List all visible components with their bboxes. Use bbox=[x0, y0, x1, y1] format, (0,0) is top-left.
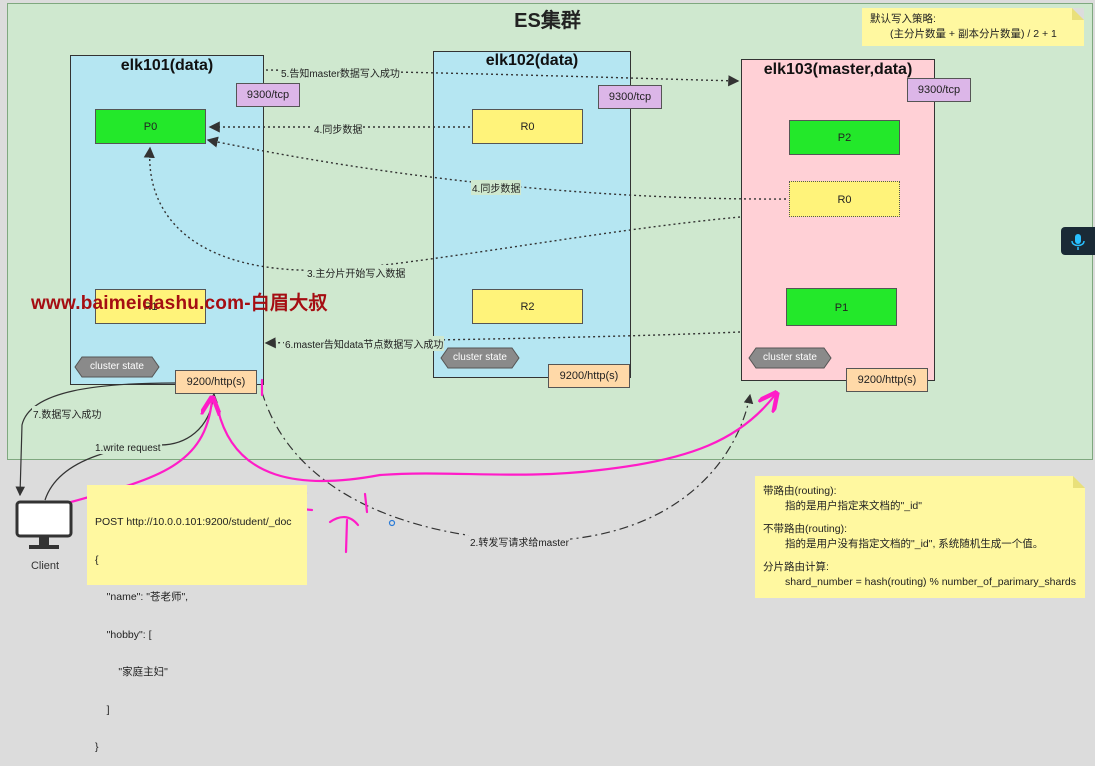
label-step4b: 4.同步数据 bbox=[471, 180, 522, 195]
node-elk102-http-port: 9200/http(s) bbox=[548, 364, 630, 388]
routing-h1: 带路由(routing): bbox=[763, 485, 837, 497]
request-line-4: "hobby": [ bbox=[95, 628, 152, 641]
write-policy-note: 默认写入策略: (主分片数量 + 副本分片数量) / 2 + 1 bbox=[862, 8, 1084, 46]
shard-p1: P1 bbox=[786, 288, 897, 326]
node-elk101-title: elk101(data) bbox=[120, 57, 214, 74]
shard-p0: P0 bbox=[95, 109, 206, 144]
request-line-5: "家庭主妇" bbox=[95, 666, 168, 678]
node-elk102-tcp-port: 9300/tcp bbox=[598, 85, 662, 109]
label-step7: 7.数据写入成功 bbox=[32, 406, 103, 421]
shard-r0-elk102: R0 bbox=[472, 109, 583, 144]
label-step6: 6.master告知data节点数据写入成功 bbox=[284, 336, 445, 351]
node-elk103-http-port: 9200/http(s) bbox=[846, 368, 928, 392]
pen-stroke-mark2 bbox=[328, 516, 360, 554]
request-line-7: } bbox=[95, 741, 99, 753]
routing-h3: 分片路由计算: bbox=[763, 561, 829, 573]
request-line-6: ] bbox=[95, 703, 110, 716]
request-line-3: "name": "苍老师", bbox=[95, 591, 189, 603]
node-elk102-title: elk102(data) bbox=[485, 52, 579, 69]
node-elk102-cluster-state-shape bbox=[440, 347, 520, 369]
label-step4a: 4.同步数据 bbox=[313, 121, 364, 136]
node-elk103-tcp-port: 9300/tcp bbox=[907, 78, 971, 102]
write-policy-title: 默认写入策略: bbox=[870, 13, 936, 25]
cluster-title: ES集群 bbox=[514, 10, 581, 32]
request-line-2: { bbox=[95, 553, 99, 566]
shard-r2: R2 bbox=[472, 289, 583, 324]
monitor-icon bbox=[15, 500, 73, 549]
routing-h2: 不带路由(routing): bbox=[763, 523, 848, 535]
write-policy-formula: (主分片数量 + 副本分片数量) / 2 + 1 bbox=[890, 28, 1057, 40]
pen-stroke-forward bbox=[216, 395, 775, 483]
microphone-icon bbox=[1071, 234, 1085, 250]
node-elk101-tcp-port: 9300/tcp bbox=[236, 83, 300, 107]
arrow-step5 bbox=[265, 69, 740, 87]
request-body: POST http://10.0.0.101:9200/student/_doc… bbox=[87, 485, 307, 753]
request-line-1: POST http://10.0.0.101:9200/student/_doc bbox=[95, 516, 292, 528]
node-elk103-cluster-state-shape bbox=[748, 347, 832, 369]
watermark: www.baimeidashu.com-白眉大叔 bbox=[31, 293, 328, 314]
shard-p2: P2 bbox=[789, 120, 900, 155]
node-elk102-cluster-state: cluster state bbox=[453, 352, 507, 363]
label-step3: 3.主分片开始写入数据 bbox=[306, 265, 407, 280]
routing-d2: 指的是用户没有指定文档的"_id", 系统随机生成一个值。 bbox=[785, 538, 1044, 550]
node-elk101-cluster-state: cluster state bbox=[90, 361, 144, 372]
node-elk103-title: elk103(master,data) bbox=[763, 61, 913, 78]
node-elk103-cluster-state: cluster state bbox=[763, 352, 817, 363]
node-elk101-http-port: 9200/http(s) bbox=[175, 370, 257, 394]
shard-r1: R1 bbox=[95, 289, 206, 324]
node-elk103[interactable] bbox=[741, 59, 935, 381]
shard-r0-elk103: R0 bbox=[789, 181, 900, 217]
node-elk101-cluster-state-shape bbox=[74, 356, 160, 378]
arrow-step6 bbox=[264, 331, 741, 349]
routing-d3: shard_number = hash(routing) % number_of… bbox=[785, 576, 1076, 588]
label-step2: 2.转发写请求给master bbox=[469, 534, 570, 549]
arrow-step7 bbox=[15, 382, 176, 497]
mic-button[interactable] bbox=[1061, 227, 1095, 255]
label-step1: 1.write request bbox=[94, 443, 162, 454]
label-step5: 5.告知master数据写入成功 bbox=[280, 65, 401, 80]
routing-note: 带路由(routing): 指的是用户指定来文档的"_id" 不带路由(rout… bbox=[755, 476, 1085, 598]
client-label: Client bbox=[30, 560, 60, 572]
routing-d1: 指的是用户指定来文档的"_id" bbox=[785, 500, 922, 512]
arrow-step3 bbox=[143, 146, 741, 271]
pen-stroke-mark1 bbox=[363, 492, 369, 514]
